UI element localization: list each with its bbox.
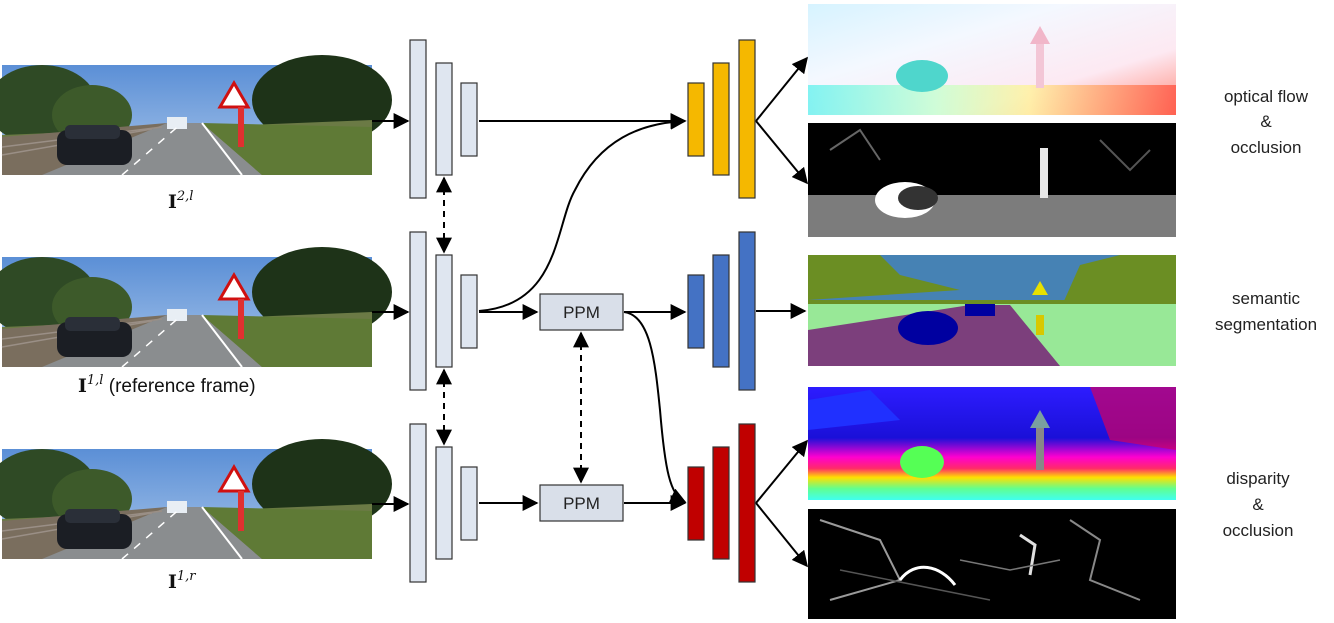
label-I2l: I2,l: [168, 189, 193, 213]
input-image-I1l: [0, 245, 394, 369]
arrow-disp-to-dispmap: [755, 439, 809, 504]
decoder-disp: [687, 423, 756, 583]
svg-text:segmentation: segmentation: [1215, 315, 1317, 334]
encoder-mid: [409, 231, 478, 391]
svg-text:occlusion: occlusion: [1231, 138, 1302, 157]
label-optical-flow-occlusion: optical flow & occlusion: [1224, 87, 1309, 157]
arrow-ppm-to-disp: [623, 311, 687, 504]
svg-text:semantic: semantic: [1232, 289, 1301, 308]
svg-text:&: &: [1260, 112, 1272, 131]
svg-text:occlusion: occlusion: [1223, 521, 1294, 540]
svg-text:PPM: PPM: [563, 494, 600, 513]
output-disparity-occlusion-map: [808, 509, 1176, 619]
label-I1r: I1,r: [168, 569, 196, 593]
arrow-flow-to-flowmap: [755, 56, 809, 122]
label-semantic-segmentation: semantic segmentation: [1215, 289, 1317, 334]
decoder-seg: [687, 231, 756, 391]
output-disparity-map: [808, 387, 1176, 500]
output-semantic-segmentation-map: [808, 255, 1176, 366]
svg-text:optical flow: optical flow: [1224, 87, 1309, 106]
input-image-I1r: [0, 437, 394, 561]
output-flow-occlusion-map: [808, 123, 1176, 237]
label-disparity-occlusion: disparity & occlusion: [1223, 469, 1294, 540]
label-I1l: I1,l (reference frame): [78, 373, 256, 397]
svg-text:&: &: [1252, 495, 1264, 514]
svg-text:disparity: disparity: [1226, 469, 1290, 488]
output-optical-flow-map: [808, 4, 1176, 115]
arrow-disp-to-occ: [755, 502, 809, 568]
ppm-top: PPM: [539, 293, 624, 331]
svg-text:PPM: PPM: [563, 303, 600, 322]
input-image-I2l: [0, 53, 394, 177]
ppm-bottom: PPM: [539, 484, 624, 522]
encoder-top: [409, 39, 478, 199]
encoder-bot: [409, 423, 478, 583]
decoder-flow: [687, 39, 756, 199]
arrow-flow-to-occ: [755, 120, 809, 185]
arrow-enc-mid-to-flow: [478, 113, 687, 312]
